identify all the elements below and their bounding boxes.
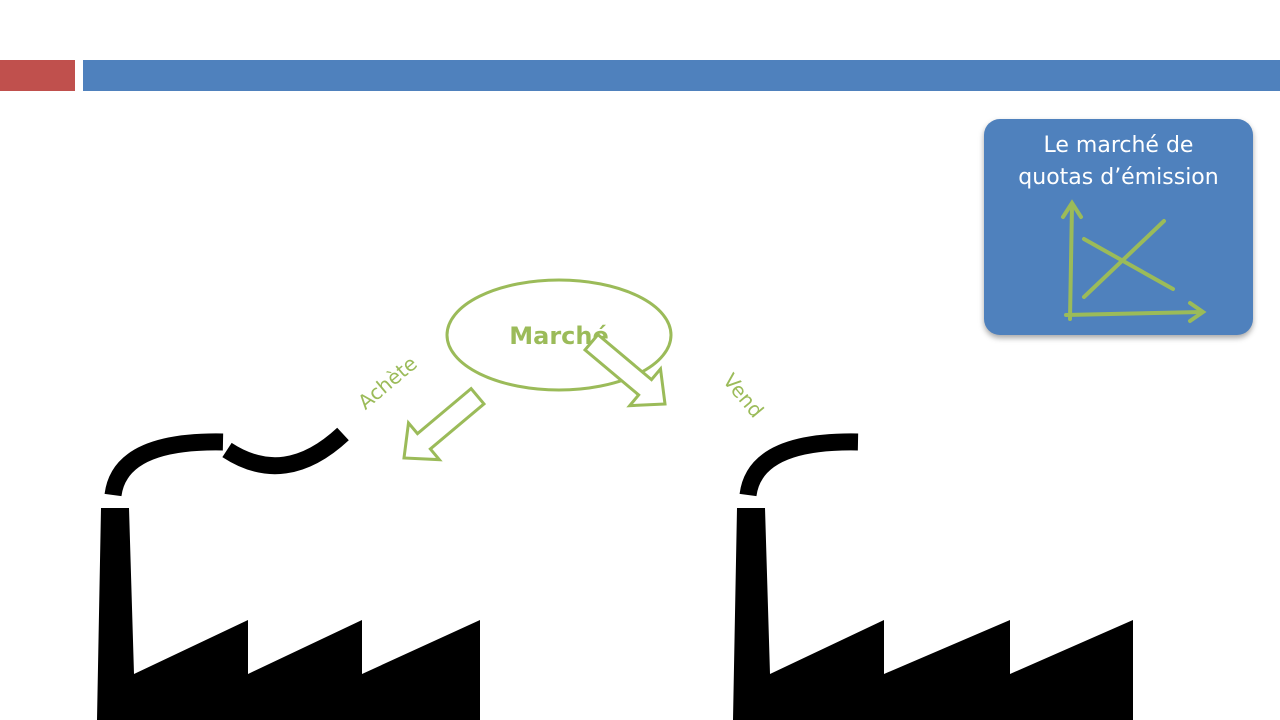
buy-arrow (402, 386, 487, 462)
sell-arrow-shape (582, 332, 667, 408)
chart-supply-line (1082, 219, 1166, 299)
chart-x-axis (1064, 310, 1204, 317)
buy-arrow-shape (402, 386, 487, 462)
chart-demand-line (1082, 237, 1175, 291)
buyer-smoke-plume (104, 433, 224, 497)
supply-demand-chart-icon (1061, 199, 1207, 323)
buyer-factory-icon (97, 427, 480, 720)
card-title-line1: Le marché de (1043, 133, 1194, 158)
buyer-smoke-plume-2 (222, 427, 349, 475)
card-title-line2: quotas d’émission (1018, 165, 1219, 190)
header-accent-bar (0, 60, 75, 91)
header-bar (83, 60, 1280, 91)
sell-label: Vend (718, 369, 768, 423)
chart-x-axis-arrowhead (1188, 301, 1207, 323)
seller-smoke-plume (739, 433, 859, 497)
buy-label: Achète (353, 351, 422, 414)
sell-arrow (582, 332, 667, 408)
chart-y-axis (1068, 203, 1074, 321)
topic-card: Le marché de quotas d’émission (984, 119, 1253, 335)
seller-factory-icon (733, 433, 1133, 720)
card-title: Le marché de quotas d’émission (984, 130, 1253, 194)
buyer-factory-building (97, 508, 480, 720)
seller-factory-building (733, 508, 1133, 720)
chart-y-axis-arrowhead (1061, 199, 1083, 219)
